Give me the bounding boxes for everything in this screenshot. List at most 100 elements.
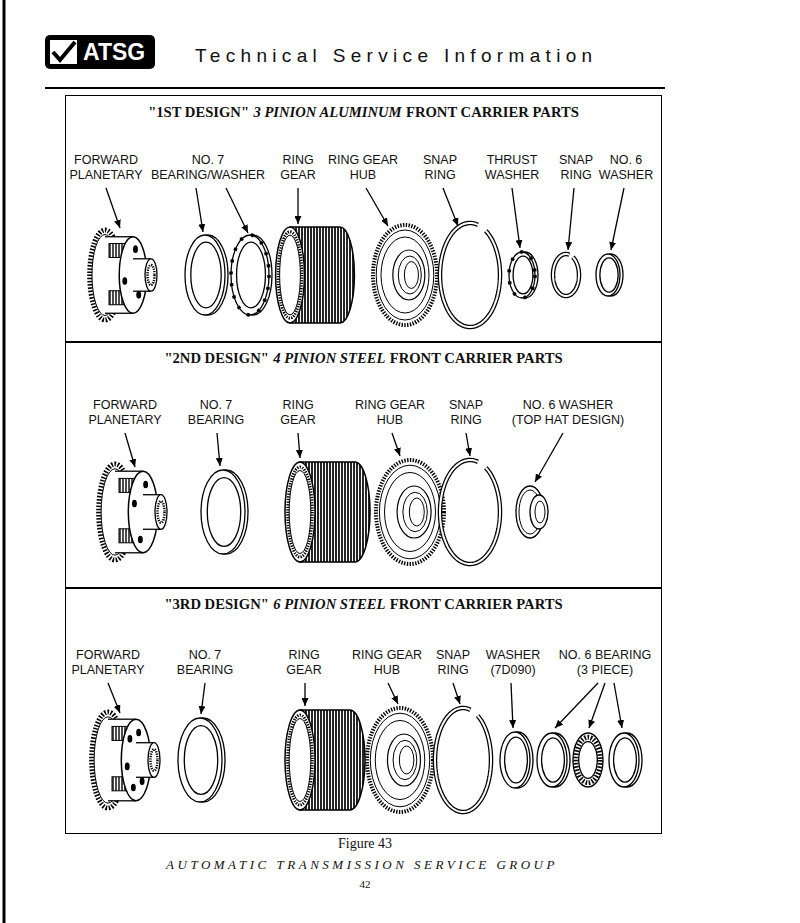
- part-name: RING GEAR: [279, 153, 318, 183]
- header-rule: [45, 87, 665, 89]
- part-outline: [600, 258, 618, 292]
- part-outline: [285, 462, 315, 562]
- part-outline: [376, 460, 444, 564]
- gear-tooth: [115, 244, 116, 258]
- part-name: SNAP RING: [421, 153, 459, 183]
- gear-tooth: [329, 710, 331, 810]
- part-outline: [513, 256, 533, 294]
- leader-arrow: [217, 433, 220, 466]
- gear-tooth: [331, 227, 333, 323]
- part-outline: [535, 501, 545, 523]
- part-outline: [139, 536, 143, 542]
- hub-edge: [143, 529, 161, 530]
- part-outline: [133, 500, 137, 506]
- panel-heading-part: "2ND DESIGN": [164, 350, 268, 366]
- gear-tooth: [341, 462, 343, 562]
- gear-tooth: [118, 726, 119, 740]
- part-outline: [393, 250, 425, 300]
- part-outline: [145, 259, 157, 291]
- hub-edge: [133, 258, 151, 259]
- part-outline: [125, 763, 129, 769]
- snap-ring: [440, 460, 500, 564]
- gear-tooth: [346, 227, 348, 323]
- part-outline: [403, 492, 427, 532]
- part-outline: [237, 242, 266, 308]
- gear-tooth: [119, 529, 120, 543]
- gear-tooth: [359, 462, 361, 562]
- gear-tooth: [338, 710, 340, 810]
- part-name: FORWARD PLANETARY: [87, 398, 164, 428]
- gear-tooth: [317, 710, 319, 810]
- part-name: NO. 7 BEARING: [175, 648, 235, 678]
- gear-tooth: [323, 710, 325, 810]
- gear-tooth: [326, 462, 328, 562]
- part-outline: [128, 736, 132, 742]
- part-outline: [500, 732, 530, 788]
- part-outline: [376, 230, 434, 320]
- gear-tooth: [347, 462, 349, 562]
- leader-arrow: [388, 683, 398, 704]
- gear-tooth: [352, 227, 354, 323]
- snap-ring-face: [440, 460, 500, 564]
- part-outline: [158, 501, 165, 522]
- leader-arrow: [196, 188, 203, 232]
- gear-tooth: [353, 462, 355, 562]
- part-name: THRUST WASHER: [483, 153, 541, 183]
- part-outline: [151, 749, 158, 770]
- gear-tooth: [118, 244, 119, 258]
- gear-tooth: [320, 710, 322, 810]
- part-outline: [280, 235, 301, 315]
- part-outline: [393, 740, 417, 780]
- snap-ring: [440, 223, 500, 327]
- part-outline: [178, 718, 222, 802]
- design-panel: "2ND DESIGN"4 PINION STEELFRONT CARRIER …: [65, 341, 662, 589]
- part-outline: [184, 726, 217, 795]
- carrier-edge: [108, 719, 136, 720]
- leader-arrow: [511, 683, 513, 728]
- leader-arrow: [226, 188, 248, 233]
- snap-ring-face: [435, 708, 491, 812]
- snap-ring: [435, 708, 491, 812]
- leader-arrow: [366, 188, 388, 226]
- part-outline: [399, 746, 414, 774]
- part-outline: [596, 254, 620, 296]
- gear-tooth: [329, 462, 331, 562]
- carrier-edge: [105, 236, 133, 237]
- gear-tooth: [325, 227, 327, 323]
- part-outline: [231, 235, 269, 315]
- part-outline: [530, 495, 548, 529]
- part-name: NO. 6 WASHER (TOP HAT DESIGN): [510, 398, 626, 428]
- leader-arrow: [453, 683, 460, 704]
- gear-tooth: [317, 462, 319, 562]
- part-outline: [132, 784, 136, 790]
- figure-caption: Figure 43: [338, 836, 392, 852]
- gear-tooth: [362, 710, 364, 810]
- leader-arrow: [443, 188, 458, 226]
- panel-heading: "1ST DESIGN"3 PINION ALUMINUMFRONT CARRI…: [66, 103, 661, 121]
- gear-tooth: [335, 710, 337, 810]
- gear-tooth: [118, 291, 119, 305]
- logo-text: ATSG: [83, 37, 145, 67]
- leader-arrow: [298, 433, 300, 458]
- part-name: NO. 7 BEARING/WASHER: [149, 153, 267, 183]
- gear-tooth: [340, 227, 342, 323]
- leader-arrow: [106, 188, 120, 228]
- gear-tooth: [350, 462, 352, 562]
- design-panel: "3RD DESIGN"6 PINION STEELFRONT CARRIER …: [65, 587, 662, 834]
- part-outline: [542, 738, 565, 782]
- gear-tooth: [322, 227, 324, 323]
- gear-tooth: [122, 478, 123, 492]
- part-outline: [398, 256, 421, 294]
- part-name: FORWARD PLANETARY: [70, 648, 147, 678]
- carrier-edge: [115, 471, 143, 472]
- part-outline: [201, 470, 245, 554]
- footer-text: AUTOMATIC TRANSMISSION SERVICE GROUP: [166, 857, 558, 873]
- logo-check: [53, 42, 75, 60]
- part-outline: [614, 738, 637, 782]
- gear-tooth: [328, 227, 330, 323]
- hub-edge: [136, 777, 154, 778]
- panel-heading-part: 4 PINION STEEL: [273, 350, 385, 366]
- hub-edge: [136, 742, 154, 743]
- gear-tooth: [356, 462, 358, 562]
- snap-ring: [553, 254, 579, 296]
